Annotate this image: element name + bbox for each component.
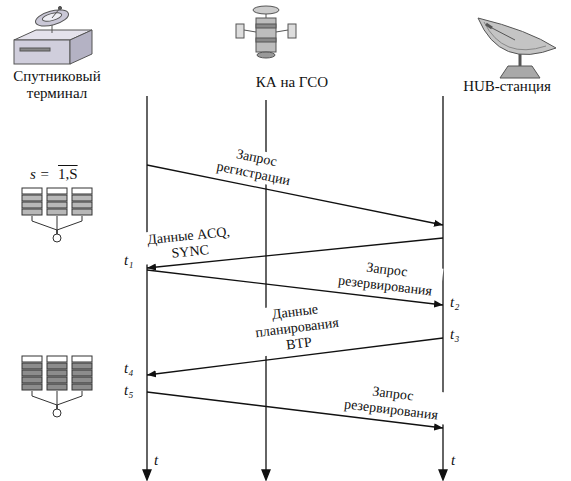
message-label: Данные ACQ, SYNC: [139, 223, 241, 265]
queue-icon: [22, 188, 92, 417]
queue-bar: [47, 384, 67, 390]
entity-name: HUB-станция: [452, 78, 562, 95]
entity-name: Спутниковый терминал: [4, 68, 110, 103]
queue-bar: [72, 356, 92, 362]
queue-bar: [22, 188, 42, 194]
queue-wire: [32, 216, 57, 234]
queue-bar: [47, 209, 67, 215]
queue-bar: [22, 370, 42, 376]
lifeline-arrowhead: [262, 470, 270, 480]
queue-bar: [72, 209, 92, 215]
queue-wire: [57, 216, 82, 234]
queue-bar: [47, 195, 67, 201]
entity-label: HUB-станция: [452, 78, 562, 95]
queue-bar: [47, 363, 67, 369]
message-label: Запрос регистрации: [206, 142, 303, 192]
satellite-icon: [236, 6, 296, 58]
queue-bar: [72, 363, 92, 369]
queue-bar: [47, 188, 67, 194]
queue-server: [53, 409, 61, 417]
queue-bar: [22, 356, 42, 362]
time-label: t: [451, 452, 455, 469]
hub-dish-icon: [478, 18, 556, 78]
queue-bar: [22, 195, 42, 201]
index-label: 1,S: [58, 166, 78, 183]
queue-bar: [47, 356, 67, 362]
queue-wire: [32, 391, 57, 409]
time-label: t: [154, 452, 158, 469]
queue-bar: [72, 370, 92, 376]
message-label: Запрос резервирования: [329, 256, 444, 301]
queue-bar: [72, 377, 92, 383]
time-label: t₃: [450, 326, 459, 343]
queue-bar: [22, 209, 42, 215]
queue-bar: [22, 202, 42, 208]
time-label: t₂: [450, 294, 459, 311]
queue-bar: [72, 195, 92, 201]
queue-bar: [72, 202, 92, 208]
lifeline-arrowhead: [143, 470, 151, 480]
queue-bar: [22, 377, 42, 383]
queue-bar: [47, 370, 67, 376]
queue-bar: [22, 384, 42, 390]
queue-server: [53, 234, 61, 242]
queue-bar: [22, 363, 42, 369]
queue-bar: [47, 202, 67, 208]
queue-bar: [47, 377, 67, 383]
queue-bar: [72, 188, 92, 194]
message-label: Запрос резервирования: [335, 379, 450, 424]
message-label: Данные планирования ВТР: [245, 298, 350, 358]
time-label: t₅: [124, 382, 133, 399]
lifeline: [146, 96, 147, 472]
queue-wire: [57, 391, 82, 409]
entity-label: Спутниковый терминал: [4, 68, 110, 103]
time-label: t₄: [124, 360, 133, 377]
queue-bar: [72, 384, 92, 390]
index-label: s =: [30, 166, 50, 183]
lifeline-arrowhead: [439, 470, 447, 480]
entity-label: КА на ГСО: [250, 74, 334, 91]
terminal-icon: [14, 6, 92, 64]
time-label: t₁: [124, 252, 133, 269]
entity-name: КА на ГСО: [250, 74, 334, 91]
